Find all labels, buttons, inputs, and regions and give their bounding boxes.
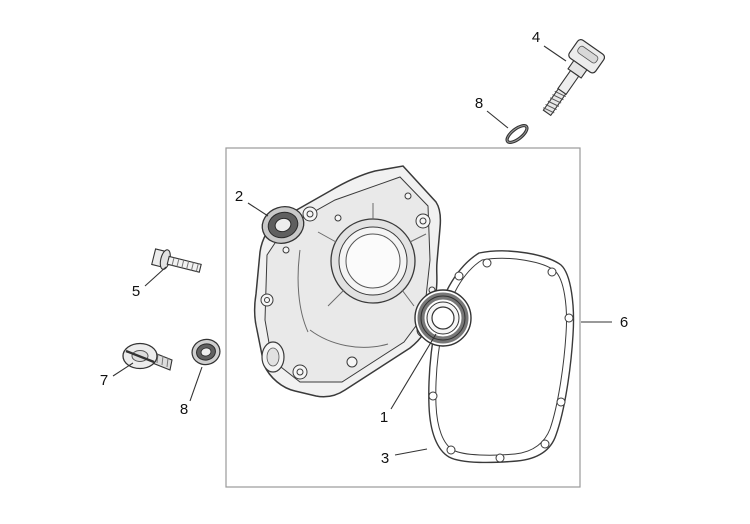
cover-gasket bbox=[428, 250, 575, 464]
leader-line-o-ring-upper bbox=[486, 110, 509, 129]
parts-boundary-box bbox=[225, 147, 581, 488]
callout-label-drain-plug: 7 bbox=[100, 372, 108, 389]
crankcase-cover bbox=[253, 165, 442, 398]
leader-line-flange-bolt bbox=[144, 266, 167, 287]
callout-label-oil-seal: 2 bbox=[235, 188, 243, 205]
leader-line-seal-washer-lower bbox=[189, 366, 203, 402]
callout-label-flange-bolt: 5 bbox=[132, 283, 140, 300]
callout-label-oil-filler-dipstick: 4 bbox=[532, 29, 540, 46]
leader-line-oil-seal bbox=[247, 202, 269, 217]
leader-line-oil-filler-dipstick bbox=[543, 45, 567, 62]
o-ring-upper bbox=[505, 124, 529, 144]
callout-label-cover-assembly-boundary: 6 bbox=[620, 314, 628, 331]
callout-label-seal-washer-lower: 8 bbox=[180, 401, 188, 418]
callout-label-o-ring-upper: 8 bbox=[475, 95, 483, 112]
leader-line-cover-gasket bbox=[394, 448, 428, 456]
leader-line-drain-plug bbox=[112, 362, 134, 377]
drain-plug bbox=[122, 342, 173, 371]
ball-bearing bbox=[414, 289, 472, 347]
callout-label-cover-gasket: 3 bbox=[381, 450, 389, 467]
leader-line-ball-bearing bbox=[390, 333, 437, 410]
oil-seal bbox=[261, 206, 305, 244]
oil-filler-dipstick bbox=[542, 39, 606, 117]
callout-label-ball-bearing: 1 bbox=[380, 409, 388, 426]
seal-washer-lower bbox=[191, 338, 221, 366]
callouts-layer: 1 2 3 4 5 6 7 8 8 bbox=[100, 29, 628, 467]
